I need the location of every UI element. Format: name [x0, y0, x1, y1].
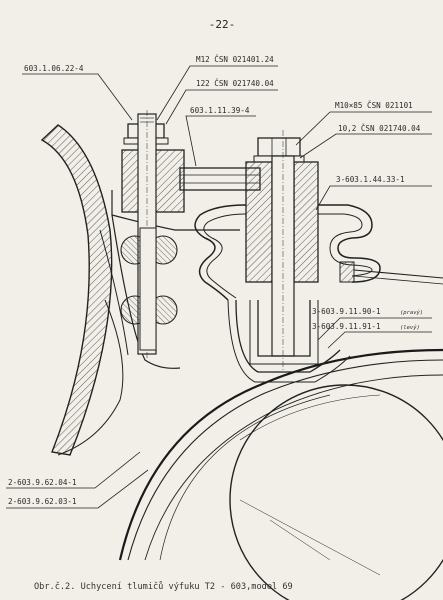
left-bolt-assembly: [120, 110, 185, 360]
right-bolt-assembly: [227, 130, 351, 383]
label-3-603-1-44-33-1: 3-603.1.44.33-1: [336, 175, 405, 184]
muffler-drum: [118, 348, 443, 600]
body-panel-left: [40, 124, 124, 456]
label-10-2-csn: 10,2 ČSN 021740.04: [338, 124, 421, 133]
label-m10x85-csn: M10×85 ČSN 021101: [335, 101, 413, 110]
page-number: -22-: [209, 18, 236, 31]
label-3-603-9-11-91-1: 3-603.9.11.91-1: [312, 322, 381, 331]
label-note-pravy: (pravý): [400, 309, 423, 316]
label-2-603-9-62-03-1: 2-603.9.62.03-1: [8, 497, 77, 506]
rubber-bellows: [194, 204, 443, 301]
label-3-603-9-11-90-1: 3-603.9.11.90-1: [312, 307, 381, 316]
label-2-603-9-62-04-1: 2-603.9.62.04-1: [8, 478, 77, 487]
figure-caption: Obr.č.2. Uchycení tlumičů výfuku T2 - 60…: [34, 581, 293, 592]
label-note-levy: (levý): [400, 324, 420, 331]
label-122-csn: 122 ČSN 021740.04: [196, 79, 274, 88]
leader-lines: [6, 65, 432, 509]
part-labels: 603.1.06.22-4 M12 ČSN 021401.24 122 ČSN …: [8, 55, 423, 506]
label-603-1-06-22-4: 603.1.06.22-4: [24, 64, 84, 73]
label-m12-csn: M12 ČSN 021401.24: [196, 55, 274, 64]
label-603-1-11-39-4: 603.1.11.39-4: [190, 106, 250, 115]
